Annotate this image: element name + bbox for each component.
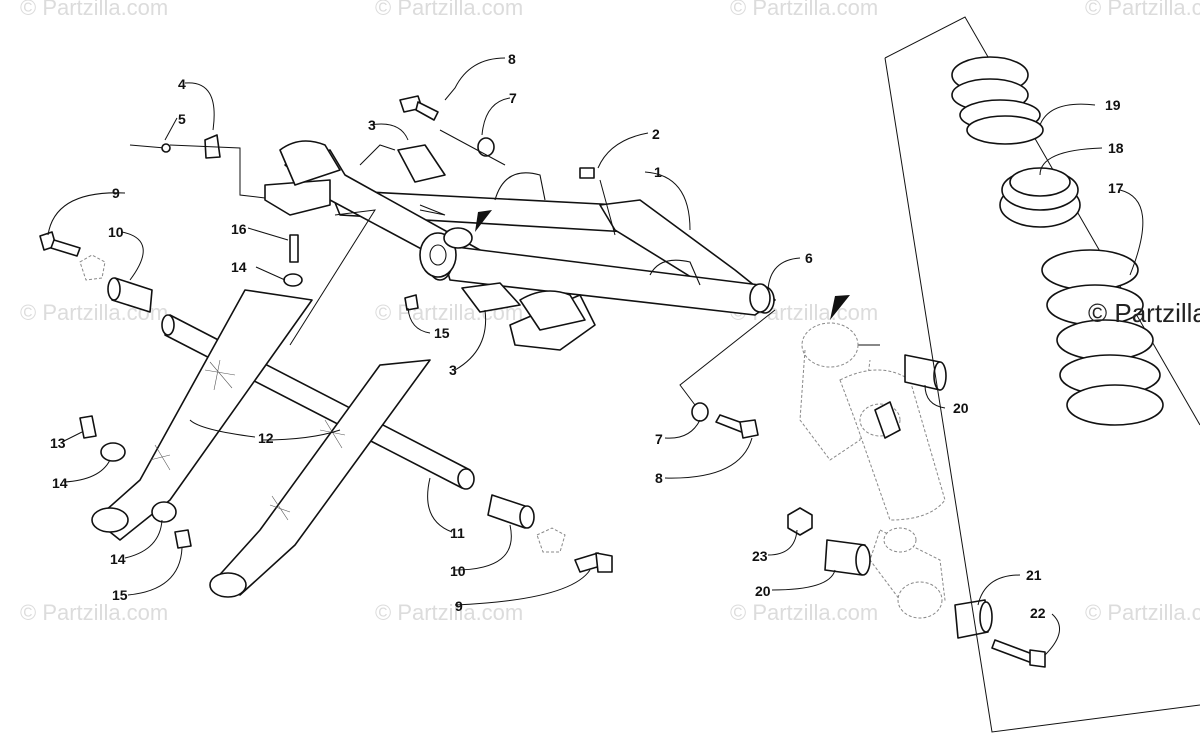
callout-11[interactable]: 11 xyxy=(450,525,465,541)
wear-pad-icon xyxy=(461,282,521,313)
watermark-large: © Partzilla xyxy=(1088,298,1200,328)
callout-21[interactable]: 21 xyxy=(1026,567,1042,583)
watermark-text: © Partzilla.com xyxy=(1085,0,1200,20)
callout-3[interactable]: 3 xyxy=(368,117,376,133)
watermark-text: © Partzilla.com xyxy=(20,0,168,20)
washer-icon xyxy=(691,402,709,422)
callout-8[interactable]: 8 xyxy=(655,470,663,486)
washer-icon xyxy=(477,137,495,157)
bushing-icon xyxy=(749,283,771,313)
callout-9[interactable]: 9 xyxy=(455,598,463,614)
callout-4[interactable]: 4 xyxy=(178,76,186,92)
callout-1[interactable]: 1 xyxy=(654,164,662,180)
callout-20[interactable]: 20 xyxy=(953,400,969,416)
callout-10[interactable]: 10 xyxy=(450,563,466,579)
callout-15[interactable]: 15 xyxy=(112,587,128,603)
callout-7[interactable]: 7 xyxy=(509,90,517,106)
callout-20[interactable]: 20 xyxy=(755,583,771,599)
washer-icon xyxy=(283,273,303,287)
callout-15[interactable]: 15 xyxy=(434,325,450,341)
watermark-text: © Partzilla.com xyxy=(20,600,168,625)
nut-icon xyxy=(787,507,813,536)
watermarks: © Partzilla.com © Partzilla.com © Partzi… xyxy=(20,0,1200,625)
callout-9[interactable]: 9 xyxy=(112,185,120,201)
bolt-icon xyxy=(79,415,97,439)
callout-19[interactable]: 19 xyxy=(1105,97,1121,113)
washer-icon xyxy=(100,442,126,462)
spring-icon xyxy=(951,56,1044,145)
kit-frame xyxy=(884,57,1200,733)
callout-5[interactable]: 5 xyxy=(178,111,186,127)
callout-17[interactable]: 17 xyxy=(1108,180,1124,196)
callout-22[interactable]: 22 xyxy=(1030,605,1046,621)
hardware xyxy=(129,95,850,439)
callout-13[interactable]: 13 xyxy=(50,435,66,451)
callout-23[interactable]: 23 xyxy=(752,548,768,564)
callout-18[interactable]: 18 xyxy=(1108,140,1124,156)
watermark-text: © Partzilla.com xyxy=(375,600,523,625)
grease-fitting-icon xyxy=(579,167,595,179)
watermark-text: © Partzilla.com xyxy=(1085,600,1200,625)
callouts: 8 7 2 1 4 5 3 9 10 16 14 15 3 6 20 7 8 1… xyxy=(50,51,1124,621)
callout-14[interactable]: 14 xyxy=(52,475,68,491)
link-arm xyxy=(94,289,313,541)
bolt-icon xyxy=(991,639,1036,664)
callout-14[interactable]: 14 xyxy=(231,259,247,275)
link-arm xyxy=(214,359,431,596)
callout-8[interactable]: 8 xyxy=(508,51,516,67)
callout-7[interactable]: 7 xyxy=(655,431,663,447)
shock-absorber xyxy=(799,322,946,619)
shock-hardware xyxy=(787,354,1046,668)
nut-icon xyxy=(174,529,192,549)
rivet-icon xyxy=(129,144,166,149)
lower-links xyxy=(39,231,613,598)
spring-icon xyxy=(1041,249,1164,426)
callout-leaders xyxy=(47,57,1144,656)
callout-16[interactable]: 16 xyxy=(231,221,247,237)
watermark-text: © Partzilla.com xyxy=(730,0,878,20)
nut-icon xyxy=(404,294,419,311)
washer-icon xyxy=(151,501,177,523)
assembly-lines xyxy=(169,129,880,406)
callout-10[interactable]: 10 xyxy=(108,224,124,240)
spring-kit: © Partzilla xyxy=(884,16,1200,733)
watermark-text: © Partzilla.com xyxy=(730,600,878,625)
callout-3[interactable]: 3 xyxy=(449,362,457,378)
spring-seat-icon xyxy=(999,167,1081,228)
bolt-icon xyxy=(289,234,299,263)
callout-14[interactable]: 14 xyxy=(110,551,126,567)
callout-2[interactable]: 2 xyxy=(652,126,660,142)
callout-12[interactable]: 12 xyxy=(258,430,274,446)
watermark-text: © Partzilla.com xyxy=(375,0,523,20)
arrow-icon xyxy=(830,295,850,320)
callout-6[interactable]: 6 xyxy=(805,250,813,266)
wear-pad-icon xyxy=(397,144,446,183)
arrow-icon xyxy=(475,210,492,232)
